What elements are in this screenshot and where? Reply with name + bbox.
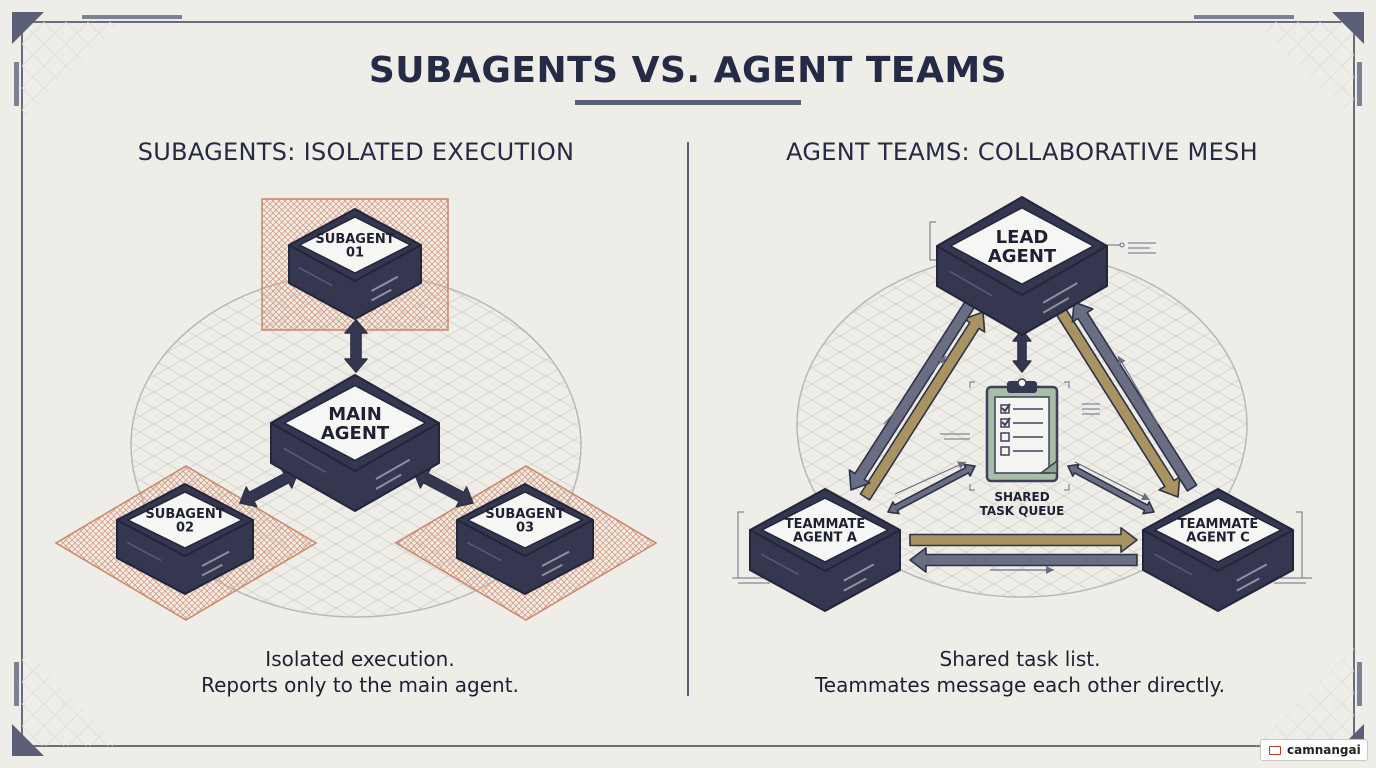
watermark-icon [1269, 746, 1281, 755]
right-caption: Shared task list. Teammates message each… [680, 646, 1360, 698]
subagent-01-node-label-line-1: SUBAGENT [315, 232, 394, 247]
thin-arrow-c-queue [1074, 461, 1151, 501]
arrow-a-to-lead [859, 311, 986, 501]
left-caption: Isolated execution. Reports only to the … [20, 646, 700, 698]
page-title: SUBAGENTS VS. AGENT TEAMS [368, 50, 1008, 91]
teammate-c-node-label-line-2: AGENT C [1186, 531, 1249, 546]
thin-arrow-a-queue [894, 461, 967, 495]
queue-label-line-1: SHARED [994, 490, 1049, 504]
arrow-a-to-c [909, 527, 1138, 553]
queue-label-line-2: TASK QUEUE [980, 504, 1065, 518]
arrows-layer [239, 300, 1198, 574]
subagent-02-node-label-line-1: SUBAGENT [145, 507, 224, 522]
main-agent-node-label-line-1: MAIN [328, 404, 382, 425]
title-underline [575, 100, 801, 105]
clipboard-icon [985, 378, 1059, 483]
left-caption-line-1: Isolated execution. [265, 647, 455, 671]
right-caption-line-2: Teammates message each other directly. [814, 673, 1226, 697]
teammate-a-node-label-line-1: TEAMMATE [785, 517, 865, 532]
arrow-c-to-lead [1071, 301, 1198, 492]
left-section-title: SUBAGENTS: ISOLATED EXECUTION [137, 138, 575, 166]
nodes-layer: SUBAGENT01MAINAGENTSUBAGENT02SUBAGENT03L… [116, 196, 1294, 612]
watermark-text: camnangai [1287, 743, 1361, 757]
left-caption-line-2: Reports only to the main agent. [201, 673, 519, 697]
main-agent-node-label-line-2: AGENT [321, 423, 390, 444]
lead-agent-node-label-line-1: LEAD [996, 227, 1049, 248]
arrow-a-queue [887, 463, 976, 515]
arrow-lead-queue [1012, 329, 1032, 373]
annotation-marks [732, 221, 1312, 584]
subagent-03-node-label-line-2: 03 [516, 521, 534, 536]
arrow-main-sub3 [413, 467, 474, 508]
teammate-a-node-label-line-2: AGENT A [793, 531, 857, 546]
thin-arrow-right-up [1117, 355, 1159, 425]
subagent-03-node-label-line-1: SUBAGENT [485, 507, 564, 522]
arrow-c-queue [1067, 463, 1155, 515]
frame [12, 12, 1364, 756]
arrow-main-sub1 [344, 319, 368, 373]
teammate-c-node-label-line-1: TEAMMATE [1178, 517, 1258, 532]
arrow-c-to-a [909, 547, 1138, 573]
arrow-lead-to-a [848, 300, 976, 491]
subagent-01-node-label-line-2: 01 [346, 246, 364, 261]
lead-agent-node-label-line-2: AGENT [988, 246, 1057, 267]
right-caption-line-1: Shared task list. [939, 647, 1101, 671]
subagent-02-node-label-line-2: 02 [176, 521, 194, 536]
thin-arrow-bottom [990, 566, 1054, 574]
arrow-lead-to-c [1054, 306, 1181, 498]
thin-arrow-left-up [883, 355, 947, 425]
watermark-badge: camnangai [1260, 739, 1368, 761]
right-section-title: AGENT TEAMS: COLLABORATIVE MESH [786, 138, 1258, 166]
